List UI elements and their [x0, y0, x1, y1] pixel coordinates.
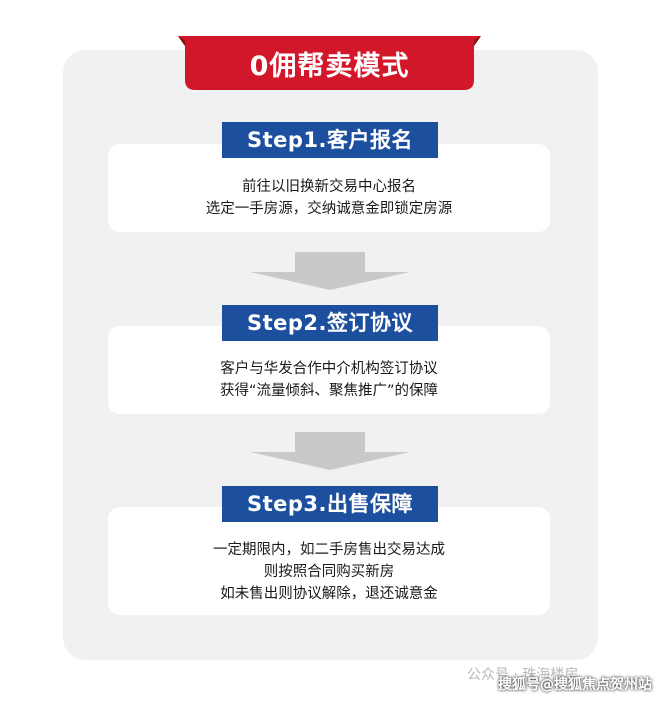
watermark-text: 搜狐号@搜狐焦点贺州站: [498, 677, 652, 693]
step-1-card: 前往以旧换新交易中心报名 选定一手房源，交纳诚意金即锁定房源: [108, 144, 550, 232]
step-1-line-2: 选定一手房源，交纳诚意金即锁定房源: [205, 201, 453, 217]
down-arrow-icon: [250, 432, 410, 470]
step-3-label: Step3.出售保障: [222, 486, 438, 522]
step-2-label: Step2.签订协议: [222, 305, 438, 341]
step-2-card: 客户与华发合作中介机构签订协议 获得“流量倾斜、聚焦推广”的保障: [108, 326, 550, 414]
step-3-line-3: 如未售出则协议解除，退还诚意金: [220, 586, 438, 602]
step-2-line-2: 获得“流量倾斜、聚焦推广”的保障: [219, 383, 439, 399]
down-arrow-icon: [250, 252, 410, 290]
step-3-line-2: 则按照合同购买新房: [263, 564, 395, 580]
title-banner: 0佣帮卖模式: [178, 36, 481, 90]
step-1-label: Step1.客户报名: [222, 122, 438, 158]
step-3-line-1: 一定期限内，如二手房售出交易达成: [213, 542, 445, 558]
banner-title: 0佣帮卖模式: [249, 51, 410, 82]
step-1-line-1: 前往以旧换新交易中心报名: [242, 179, 416, 195]
step-2-line-1: 客户与华发合作中介机构签订协议: [220, 361, 438, 377]
watermark-faint: 公众号 · 珠海楼房: [467, 667, 579, 683]
step-3-card: 一定期限内，如二手房售出交易达成 则按照合同购买新房 如未售出则协议解除，退还诚…: [108, 507, 550, 615]
